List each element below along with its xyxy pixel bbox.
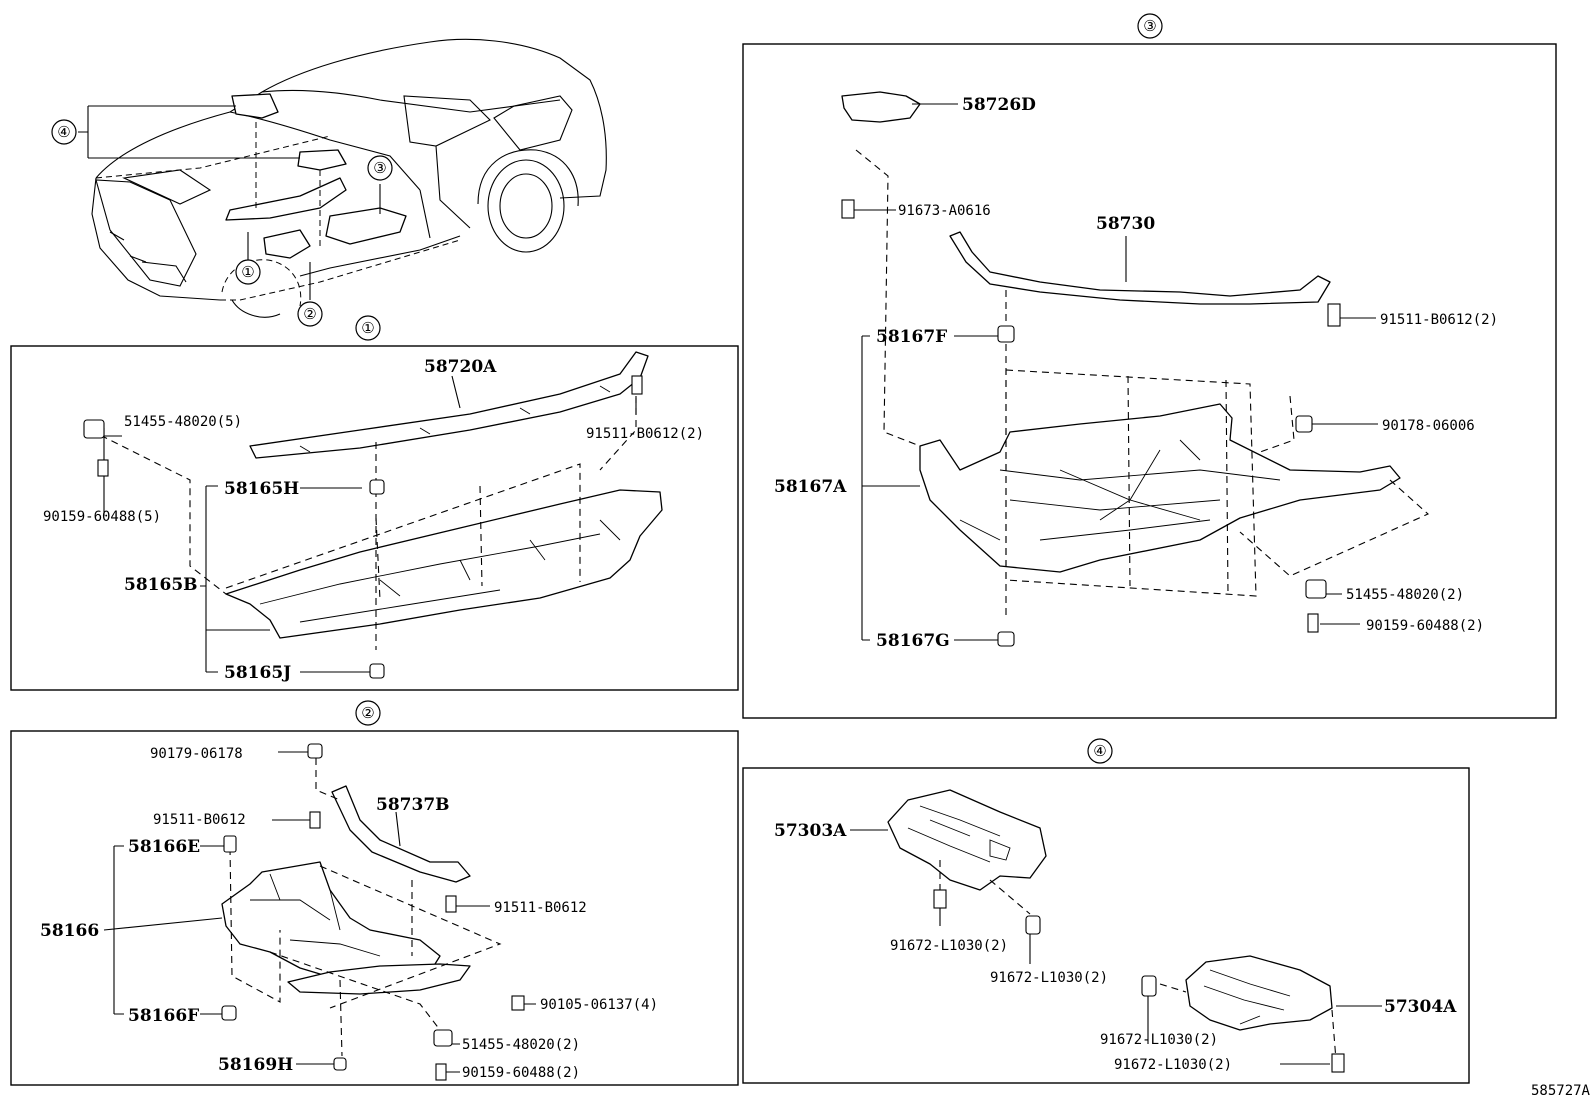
label-90105-06137-4: 90105-06137(4) — [540, 997, 658, 1013]
label-91511-B0612-2: 91511-B0612(2) — [586, 426, 704, 442]
svg-text:③: ③ — [1143, 17, 1156, 35]
section-3-drawing — [841, 91, 1429, 647]
label-91672-L1030-b: 91672-L1030(2) — [990, 970, 1108, 986]
section-2-marker: ② — [355, 700, 381, 726]
label-91672-L1030-a: 91672-L1030(2) — [890, 938, 1008, 954]
section-4-frame — [742, 767, 1470, 1084]
svg-text:④: ④ — [1093, 742, 1106, 760]
label-58166E: 58166E — [128, 837, 200, 857]
label-58166F: 58166F — [128, 1006, 199, 1026]
label-90159-60488-2-s3: 90159-60488(2) — [1366, 618, 1484, 634]
label-51455-48020-5: 51455-48020(5) — [124, 414, 242, 430]
label-90159-60488-2-s2: 90159-60488(2) — [462, 1065, 580, 1081]
label-51455-48020-2-s3: 51455-48020(2) — [1346, 587, 1464, 603]
svg-text:②: ② — [303, 305, 316, 323]
label-58169H: 58169H — [218, 1055, 293, 1075]
label-91672-L1030-c: 91672-L1030(2) — [1100, 1032, 1218, 1048]
label-58167A: 58167A — [774, 477, 847, 497]
svg-text:②: ② — [361, 704, 374, 722]
label-58165H: 58165H — [224, 479, 299, 499]
section-2-drawing — [103, 743, 536, 1081]
vehicle-overview — [78, 38, 607, 318]
label-90178-06006: 90178-06006 — [1382, 418, 1475, 434]
label-58737B: 58737B — [376, 795, 450, 815]
section-2-frame — [10, 730, 739, 1086]
section-4-marker: ④ — [1087, 738, 1113, 764]
section-1-marker: ① — [355, 315, 381, 341]
overview-callout-4: ④ — [51, 119, 77, 145]
label-91511-B0612-2-s3: 91511-B0612(2) — [1380, 312, 1498, 328]
svg-text:①: ① — [361, 319, 374, 337]
label-58167F: 58167F — [876, 327, 947, 347]
section-1-drawing — [83, 351, 663, 679]
label-57304A: 57304A — [1384, 997, 1457, 1017]
label-57303A: 57303A — [774, 821, 847, 841]
section-3-frame — [742, 43, 1557, 719]
label-58166: 58166 — [40, 921, 99, 941]
svg-text:③: ③ — [373, 159, 386, 177]
label-91672-L1030-d: 91672-L1030(2) — [1114, 1057, 1232, 1073]
label-51455-48020-2-s2: 51455-48020(2) — [462, 1037, 580, 1053]
label-58165J: 58165J — [224, 663, 291, 683]
label-90179-06178: 90179-06178 — [150, 746, 243, 762]
label-90159-60488-5: 90159-60488(5) — [43, 509, 161, 525]
label-91511-B0612-lower: 91511-B0612 — [494, 900, 587, 916]
figure-code: 585727A — [1531, 1083, 1591, 1099]
svg-text:①: ① — [241, 263, 254, 281]
overview-callout-2: ② — [297, 301, 323, 327]
section-4-drawing — [850, 789, 1382, 1073]
label-91511-B0612-upper: 91511-B0612 — [153, 812, 246, 828]
label-58165B: 58165B — [124, 575, 198, 595]
section-1-frame — [10, 345, 739, 691]
section-3-marker: ③ — [1137, 13, 1163, 39]
label-58720A: 58720A — [424, 357, 497, 377]
label-91673-A0616: 91673-A0616 — [898, 203, 991, 219]
label-58726D: 58726D — [962, 95, 1036, 115]
svg-text:④: ④ — [57, 123, 70, 141]
label-58730: 58730 — [1096, 214, 1155, 234]
overview-callout-3: ③ — [367, 155, 393, 181]
label-58167G: 58167G — [876, 631, 950, 651]
overview-callout-1: ① — [235, 259, 261, 285]
